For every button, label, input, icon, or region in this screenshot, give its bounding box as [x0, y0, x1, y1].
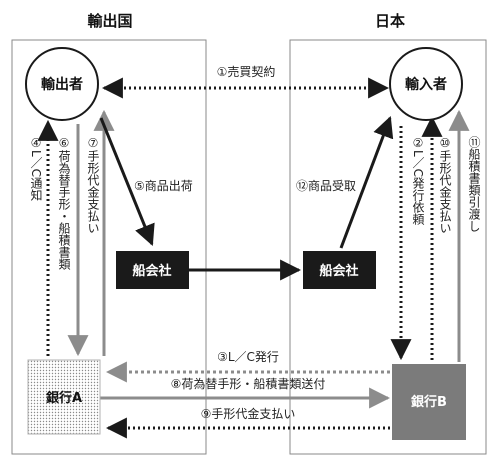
japan-frame — [289, 39, 487, 455]
ship-company-right-label: 船会社 — [319, 263, 358, 279]
step1-label: ①売買契約 — [217, 64, 276, 79]
export-country-label: 輸出国 — [87, 12, 132, 30]
ship-company-left — [116, 251, 189, 289]
importer-node — [389, 47, 463, 121]
bank-a-label: 銀行A — [46, 390, 82, 406]
step6-label: ⑥荷為替手形・船積書類 — [57, 136, 71, 271]
step7-label: ⑦手形代金支払い — [86, 136, 100, 234]
step4-label: ④L／C通知 — [29, 136, 43, 202]
step5-shipment-arrow — [99, 117, 155, 246]
bank-b-node — [392, 364, 466, 440]
exporter-node — [25, 47, 99, 121]
step12-receive-arrow — [339, 116, 394, 249]
step5-label: ⑤商品出荷 — [134, 178, 193, 193]
step3-label: ③L／C発行 — [217, 350, 279, 364]
step2-label: ②L／C発行依頼 — [411, 136, 425, 226]
exporter-label: 輸出者 — [41, 76, 83, 93]
export-country-frame — [11, 39, 207, 455]
ship-company-right — [303, 251, 376, 289]
japan-label: 日本 — [375, 12, 405, 30]
bank-a-node — [27, 359, 101, 435]
step9-label: ⑨手形代金支払い — [201, 406, 296, 421]
bank-b-label: 銀行B — [411, 394, 447, 410]
step10-label: ⑩手形代金支払い — [438, 136, 452, 234]
step8-label: ⑧荷為替手形・船積書類送付 — [171, 376, 326, 391]
ship-company-left-label: 船会社 — [132, 263, 171, 279]
importer-label: 輸入者 — [405, 76, 447, 93]
step12-label: ⑫商品受取 — [296, 178, 356, 193]
step11-label: ⑪船積書類引渡し — [467, 136, 481, 232]
